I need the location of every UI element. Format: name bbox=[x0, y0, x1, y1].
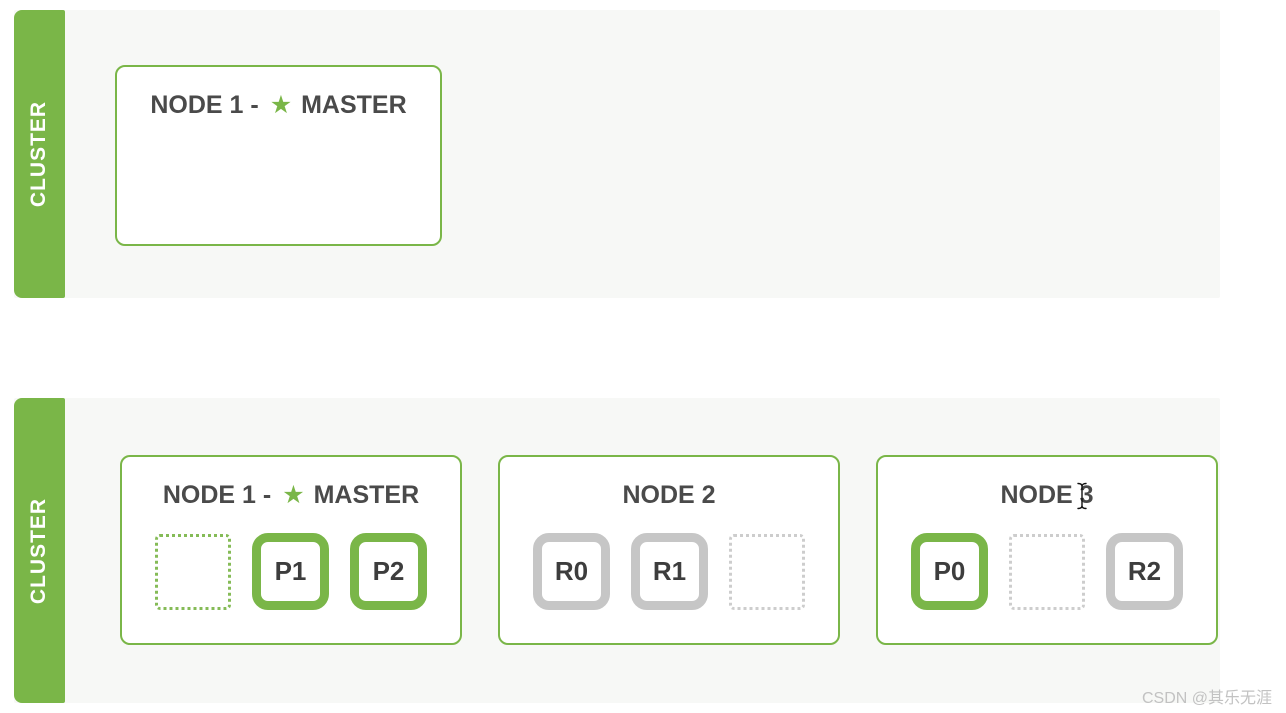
node-title: NODE 2 bbox=[622, 481, 716, 509]
node-title-prefix: NODE 1 - bbox=[162, 481, 272, 509]
watermark: CSDN @其乐无涯 bbox=[1141, 690, 1272, 707]
shard-primary: P0 bbox=[911, 533, 988, 610]
master-star-icon: ★ bbox=[269, 91, 293, 119]
cluster-label: CLUSTER bbox=[27, 497, 51, 604]
master-star-icon: ★ bbox=[282, 481, 305, 509]
shard-slot-empty bbox=[155, 533, 231, 610]
shard-row: P1 P2 bbox=[122, 533, 460, 610]
node-box-node3: NODE 3 P0 R2 bbox=[876, 455, 1218, 645]
cluster-label: CLUSTER bbox=[27, 100, 51, 208]
shard-slot-empty bbox=[1009, 533, 1085, 610]
node-box-master-single: NODE 1 - ★ MASTER bbox=[115, 65, 442, 246]
node-title: NODE 1 - ★ MASTER bbox=[117, 91, 440, 119]
shard-row: P0 R2 bbox=[878, 533, 1216, 610]
shard-replica: R2 bbox=[1106, 533, 1183, 610]
node-box-node1: NODE 1 - ★ MASTER P1 P2 bbox=[120, 455, 462, 645]
shard-primary: P2 bbox=[350, 533, 427, 610]
node-box-node2: NODE 2 R0 R1 bbox=[498, 455, 840, 645]
shard-primary: P1 bbox=[252, 533, 329, 610]
cluster-tab: CLUSTER bbox=[14, 10, 65, 298]
cluster-section-bottom: CLUSTER NODE 1 - ★ MASTER P1 P2 NODE 2 R… bbox=[14, 398, 1220, 703]
cluster-tab: CLUSTER bbox=[14, 398, 65, 703]
shard-slot-empty bbox=[729, 533, 805, 610]
node-title-suffix: MASTER bbox=[313, 481, 420, 509]
cluster-section-top: CLUSTER NODE 1 - ★ MASTER bbox=[14, 10, 1220, 298]
node-title: NODE 3 bbox=[1000, 481, 1094, 509]
node-title-prefix: NODE 1 - bbox=[150, 91, 259, 119]
node-title-suffix: MASTER bbox=[301, 91, 407, 119]
node-title: NODE 1 - ★ MASTER bbox=[122, 481, 460, 509]
shard-replica: R1 bbox=[631, 533, 708, 610]
shard-row: R0 R1 bbox=[500, 533, 838, 610]
shard-replica: R0 bbox=[533, 533, 610, 610]
